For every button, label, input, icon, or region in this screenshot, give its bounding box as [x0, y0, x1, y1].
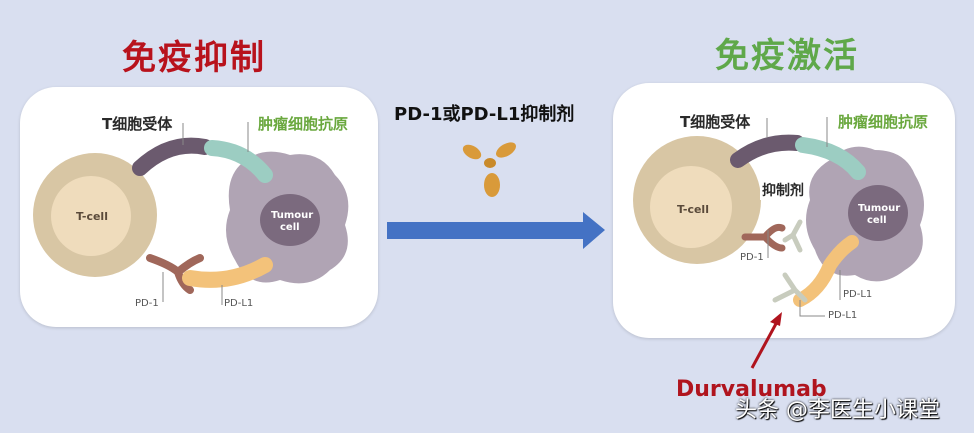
left-tcr-icon	[132, 137, 213, 176]
durvalumab-pointer-arrow	[750, 319, 780, 369]
right-durvalumab-antibody-icon	[772, 272, 808, 303]
left-pd1-icon	[146, 254, 204, 294]
right-tcr-icon	[730, 134, 805, 168]
left-pdl1-icon	[182, 257, 273, 288]
left-tumour-label-2: cell	[280, 222, 300, 233]
immune-suppression-title: 免疫抑制	[122, 38, 266, 78]
left-antigen-icon	[204, 140, 273, 183]
left-tumour-cell-icon	[226, 151, 349, 284]
left-tcr-label: T细胞受体	[102, 115, 173, 133]
left-tumour-label-1: Tumour	[271, 210, 314, 221]
right-tumour-cell-icon	[806, 146, 924, 282]
right-inhibitor-antibody-icon	[782, 219, 803, 253]
right-tcr-label: T细胞受体	[680, 113, 751, 131]
right-pdl1-icon	[793, 235, 859, 307]
inhibitor-label: PD-1或PD-L1抑制剂	[394, 104, 575, 125]
left-tcell-label: T-cell	[76, 210, 108, 223]
immune-activation-title: 免疫激活	[715, 36, 859, 76]
right-pdl1-label-2: PD-L1	[828, 310, 858, 321]
right-inhibitor-label: 抑制剂	[760, 180, 806, 200]
antibody-icon	[462, 142, 516, 197]
left-antigen-label: 肿瘤细胞抗原	[258, 115, 349, 133]
durvalumab-label: Durvalumab	[676, 377, 827, 402]
right-tcell-icon	[633, 136, 761, 264]
right-pd1-icon	[741, 223, 786, 252]
right-antigen-icon	[795, 137, 866, 180]
left-pd1-label: PD-1	[135, 298, 159, 309]
right-pd1-label: PD-1	[740, 252, 764, 263]
right-tcell-label: T-cell	[677, 203, 709, 216]
right-pdl1-label-1: PD-L1	[843, 289, 873, 300]
right-tumour-label-1: Tumour	[858, 203, 901, 214]
left-pdl1-label: PD-L1	[224, 298, 254, 309]
transition-arrow-icon	[387, 212, 605, 249]
right-antigen-label: 肿瘤细胞抗原	[838, 113, 929, 131]
left-tcell-icon	[33, 153, 157, 277]
watermark: 头条 @李医生小课堂	[735, 398, 940, 423]
right-tumour-label-2: cell	[867, 215, 887, 226]
